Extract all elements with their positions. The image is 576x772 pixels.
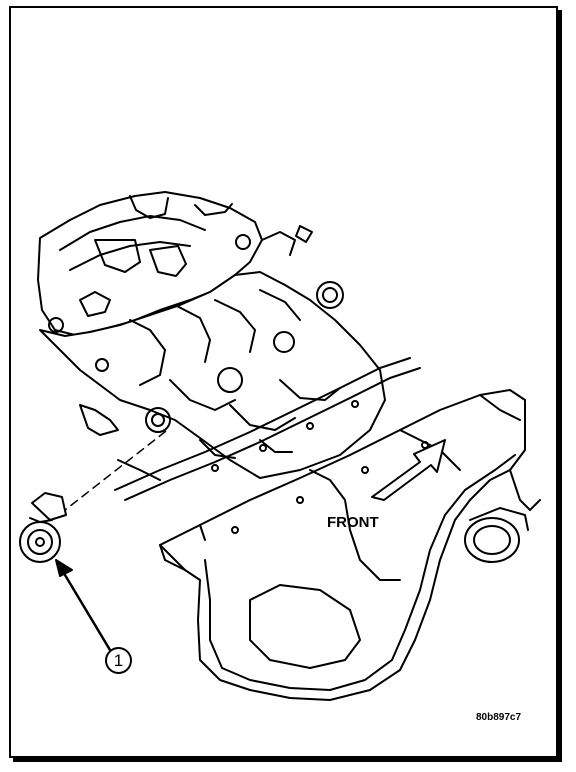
figure-code: 80b897c7 — [476, 712, 522, 723]
callout-arrow — [55, 559, 112, 652]
callout-1: 1 — [105, 647, 132, 674]
front-arrow-icon — [371, 439, 446, 501]
gasket-line — [114, 357, 421, 501]
cylinder-head — [39, 271, 386, 481]
sending-unit-component — [19, 492, 67, 563]
front-label: FRONT — [327, 514, 379, 531]
installation-guide-line — [59, 427, 171, 515]
crank-seal — [464, 507, 529, 563]
intake-manifold — [37, 191, 313, 336]
